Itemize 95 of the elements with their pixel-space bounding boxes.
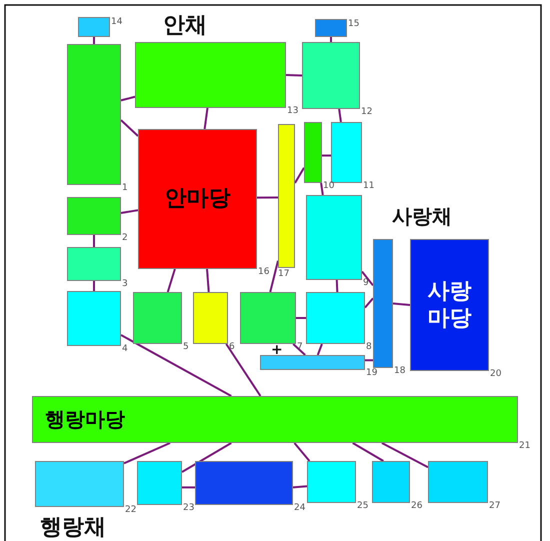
connector-line [361, 270, 374, 286]
room-box [306, 292, 365, 344]
room-box [307, 461, 356, 503]
room-number: 7 [297, 342, 303, 352]
room-number: 16 [258, 267, 270, 277]
room-number: 13 [287, 106, 298, 116]
courtyard-label: 행랑마당 [45, 407, 125, 432]
connector-line [286, 74, 302, 76]
connector-line [322, 154, 331, 157]
courtyard-box [410, 239, 489, 371]
connector-line [392, 302, 410, 306]
room-number: 14 [111, 17, 122, 27]
courtyard-label: 사랑 마당 [426, 278, 472, 332]
room-number: 2 [122, 233, 128, 243]
room-box [67, 247, 121, 281]
wing-title: 사랑채 [392, 203, 452, 230]
room-number: 10 [323, 181, 334, 191]
connector-line [204, 108, 208, 130]
room-number: 22 [125, 505, 136, 515]
wing-title: 행랑채 [40, 514, 106, 541]
room-box [193, 292, 228, 344]
room-box [260, 355, 365, 370]
plus-mark: + [271, 345, 283, 355]
connector-line [294, 442, 310, 462]
room-box [135, 42, 286, 108]
room-box [302, 42, 360, 109]
connector-line [352, 442, 384, 462]
connector-line [336, 280, 338, 292]
connector-line [338, 108, 342, 122]
room-number: 27 [489, 501, 500, 511]
connector-line [182, 442, 232, 473]
connector-line [292, 485, 308, 488]
room-box [137, 461, 182, 505]
room-number: 17 [278, 269, 290, 279]
connector-line [294, 167, 305, 184]
connector-line [120, 96, 136, 102]
room-number: 5 [183, 342, 189, 352]
room-box [278, 124, 295, 268]
connector-line [257, 196, 278, 199]
room-number: 23 [183, 503, 194, 513]
connector-line [124, 442, 170, 464]
room-box [306, 195, 362, 280]
room-box [304, 122, 322, 183]
room-box [67, 197, 121, 235]
connector-line [381, 442, 428, 468]
connector-line [182, 486, 195, 488]
courtyard-label: 안마당 [164, 185, 230, 213]
room-box [35, 461, 124, 507]
room-number: 19 [366, 368, 378, 378]
connector-line [93, 37, 95, 44]
room-box [315, 19, 347, 37]
room-number: 3 [122, 279, 128, 289]
room-number: 4 [122, 344, 128, 354]
room-number: 6 [229, 342, 235, 352]
room-number: 24 [294, 503, 306, 513]
room-number: 18 [394, 366, 406, 376]
connector-line [269, 260, 279, 292]
connector-line [120, 334, 232, 397]
room-number: 12 [361, 107, 372, 117]
room-number: 20 [490, 369, 502, 379]
courtyard-box [138, 129, 257, 269]
connector-line [364, 298, 374, 308]
connector-line [93, 235, 95, 247]
room-box [428, 461, 488, 503]
room-box [133, 292, 182, 344]
room-box [67, 44, 121, 185]
room-box [67, 291, 121, 346]
room-box [372, 461, 410, 503]
courtyard-box [32, 396, 518, 443]
room-number: 1 [122, 183, 128, 193]
connector-line [330, 37, 332, 42]
room-number: 15 [348, 19, 360, 29]
connector-line [93, 281, 95, 291]
connector-line [120, 209, 138, 214]
room-box [331, 122, 362, 183]
room-number: 26 [411, 501, 422, 511]
connector-line [166, 268, 176, 292]
wing-title: 안채 [163, 12, 207, 40]
connector-line [316, 344, 323, 356]
connector-line [206, 268, 210, 292]
room-number: 21 [519, 441, 530, 451]
room-number: 25 [357, 501, 368, 511]
room-number: 11 [363, 181, 374, 191]
connector-line [365, 359, 373, 362]
connector-line [292, 343, 306, 356]
room-number: 8 [366, 342, 372, 352]
room-number: 9 [363, 278, 369, 288]
room-box [373, 239, 393, 368]
connector-line [296, 317, 306, 319]
room-box [195, 461, 293, 505]
room-box [240, 292, 296, 344]
room-box [78, 17, 110, 37]
connector-line [225, 343, 262, 397]
connector-line [120, 119, 139, 137]
connector-line [320, 182, 324, 196]
